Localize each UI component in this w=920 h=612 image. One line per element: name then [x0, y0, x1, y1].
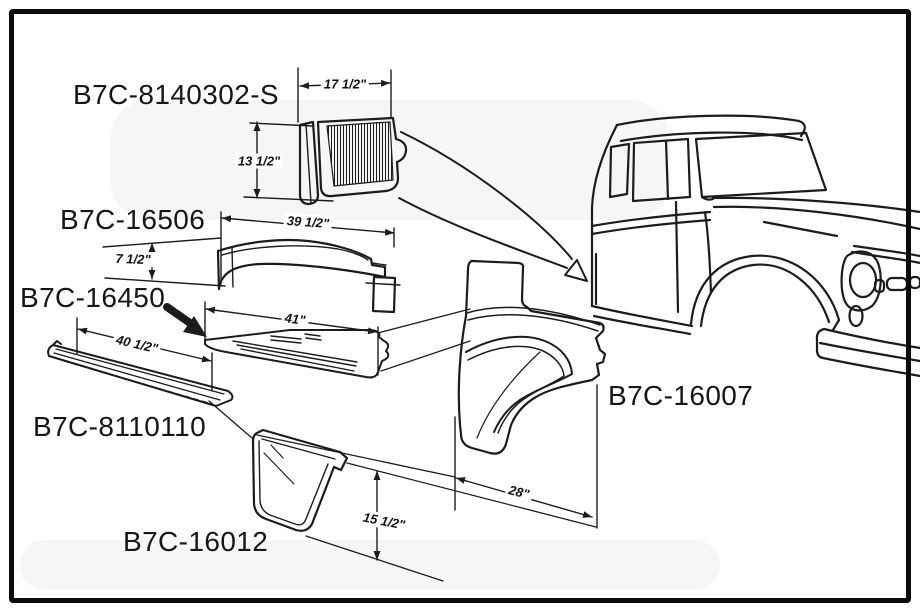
- part-label-cowl-panel: B7C-16506: [60, 204, 206, 235]
- fender-belt-line2: [467, 314, 599, 332]
- fender-arch-outer: [465, 335, 573, 433]
- corner-panel-inner: [258, 438, 336, 526]
- dim-ext-40-1-2: [76, 317, 213, 392]
- cowl-top-inner: [221, 245, 369, 261]
- leader-line: [305, 535, 444, 582]
- truck-parklight: [848, 304, 864, 328]
- truck-grille-slot: [873, 278, 886, 294]
- truck-door-seam-front: [703, 210, 713, 295]
- truck-hood-lip: [850, 244, 920, 265]
- truck-drip-rail: [619, 131, 804, 143]
- floor-panel-outline: [204, 329, 390, 379]
- truck-belt-lines: [590, 210, 712, 236]
- dim-ext-13-1-2: [243, 122, 334, 202]
- cowl-top-edge: [216, 238, 387, 279]
- rocker-shading: [63, 360, 210, 404]
- part-cab-front-kick-panel: [298, 116, 408, 206]
- leader-line: [256, 434, 456, 478]
- kick-panel-hatched-face: [326, 121, 394, 187]
- kick-panel-flange-line: [305, 123, 312, 204]
- fender-crease: [476, 351, 541, 439]
- floor-panel-ribs: [232, 340, 358, 372]
- curved-arrow-upper: [400, 131, 573, 260]
- truck-bumper: [815, 327, 920, 378]
- leader-line: [377, 308, 471, 334]
- truck-grille-slot: [885, 276, 909, 292]
- scan-shading: [20, 540, 720, 590]
- part-cowl-panel: [216, 238, 401, 314]
- corner-panel-crease: [263, 444, 295, 485]
- part-front-fender-section: [457, 259, 607, 455]
- part-label-cab-corner-panel: B7C-16012: [123, 526, 269, 557]
- truck-cowl: [700, 195, 715, 201]
- truck-hood: [711, 196, 920, 231]
- dim-ext-7-1-2: [102, 237, 226, 287]
- rocker-inner-lines: [53, 348, 225, 401]
- dim-ext-28: [454, 384, 598, 529]
- kick-panel-outline: [316, 116, 408, 198]
- part-cab-floor-panel: [204, 329, 390, 379]
- fender-arch-inner: [467, 345, 565, 434]
- hollow-arrowhead-icon: [564, 259, 588, 282]
- floor-panel-pointer-shaft: [163, 303, 194, 327]
- truck-grille-slot: [908, 275, 920, 290]
- cowl-left-end: [216, 249, 221, 291]
- part-label-front-fender-section: B7C-16007: [608, 380, 754, 411]
- dimension-label-floor-length: 41": [280, 309, 310, 329]
- leader-line: [208, 400, 253, 439]
- truck-fender-bottom: [831, 318, 841, 332]
- dimension-label-cowl-height: 7 1/2": [112, 250, 154, 268]
- truck-cab-rear-edge: [590, 123, 619, 308]
- truck-window-divider: [664, 139, 670, 201]
- dim-ext-17-1-2: [297, 67, 392, 123]
- truck-cab-illustration: [590, 114, 920, 378]
- truck-roof: [615, 114, 806, 138]
- part-cab-corner-panel: [251, 428, 349, 532]
- curved-arrow-lower: [398, 197, 568, 269]
- part-label-cab-front-kick-panel: B7C-8140302-S: [73, 79, 279, 110]
- truck-door-seam-rear: [674, 200, 680, 314]
- truck-wheel-arch-outer: [689, 254, 841, 326]
- cowl-bottom-edge: [217, 262, 387, 291]
- part-label-cab-floor-panel: B7C-16450: [20, 282, 166, 313]
- leader-line: [380, 340, 471, 372]
- part-label-rocker-panel: B7C-8110110: [33, 411, 207, 442]
- truck-hood-crease: [762, 220, 839, 238]
- cowl-left-inner: [231, 246, 234, 288]
- truck-windshield: [694, 131, 828, 199]
- floor-panel-brackets: [270, 333, 322, 344]
- truck-cab-bottom: [590, 304, 694, 336]
- truck-wheel-arch-inner: [699, 263, 831, 328]
- corner-panel-outline: [251, 428, 349, 532]
- fender-outline: [457, 259, 607, 455]
- truck-headlight: [848, 261, 878, 299]
- cowl-right-tab: [371, 275, 397, 314]
- truck-door-window: [631, 137, 692, 203]
- cowl-tab-flange: [365, 262, 401, 286]
- dim-ext-39-1-2: [220, 211, 395, 285]
- dimension-label-front-panel-height: 13 1/2": [234, 153, 284, 169]
- rocker-outline: [47, 340, 234, 407]
- fender-belt-line: [466, 306, 601, 326]
- dimension-label-front-panel-width: 17 1/2": [320, 76, 370, 92]
- truck-headlight-bezel: [840, 250, 882, 312]
- truck-quarter-window: [608, 142, 631, 199]
